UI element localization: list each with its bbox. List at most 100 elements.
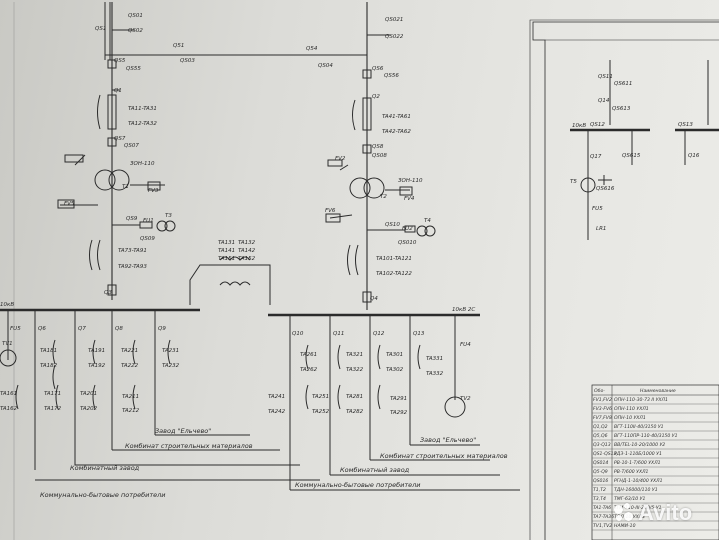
label-qs6: QS6 xyxy=(372,66,384,72)
label-q7: Q7 xyxy=(78,326,86,332)
label-fu1: FU1 xyxy=(143,218,154,224)
label-zon2: ЗОН-110 xyxy=(398,178,423,184)
table-cell-name: РВ-Т/600 УХЛ1 xyxy=(614,469,649,475)
feeder-label-1: Завод "Ельчево" xyxy=(155,427,211,435)
label-ta192: TA192 xyxy=(88,363,106,369)
label-qs616: QS616 xyxy=(596,186,615,192)
table-cell-name: РГНД-1-10/400 УХЛ1 xyxy=(614,478,663,484)
label-ta132: TA132 xyxy=(238,240,256,246)
label-ta262: TA262 xyxy=(300,367,318,373)
label-ta332: TA332 xyxy=(426,371,444,377)
feeder-label-6: Комбинат строительных материалов xyxy=(380,452,508,460)
table-cell-code: QS1-QS13 xyxy=(593,451,617,457)
label-q16: Q16 xyxy=(688,153,700,159)
table-cell-name: ОПН-110-30-73 II УХЛ1 xyxy=(614,397,668,403)
table-cell-code: TV1,TV2 xyxy=(593,523,612,529)
label-fv6: FV6 xyxy=(325,208,336,214)
label-q17: Q17 xyxy=(590,154,602,160)
label-ta232: TA232 xyxy=(162,363,180,369)
label-ta102: TA102-TA122 xyxy=(376,271,412,277)
table-header-code: Обо- xyxy=(594,388,605,394)
label-ta171: TA171 xyxy=(44,391,61,397)
label-q14: Q14 xyxy=(598,98,610,104)
table-cell-name: ВГТ-110II-40/3150 У1 xyxy=(614,424,664,430)
label-ta212: TA212 xyxy=(122,408,140,414)
label-qs611: QS611 xyxy=(614,81,632,87)
label-ta152: TA152 xyxy=(238,256,256,262)
label-q13: Q13 xyxy=(413,331,425,337)
label-qs9: QS9 xyxy=(126,216,138,222)
label-q3: Q3 xyxy=(104,290,112,296)
label-ta172: TA172 xyxy=(44,406,62,412)
feeder-label-4: Коммунально-бытовые потребители xyxy=(40,491,166,499)
table-cell-code: FV7,FV8 xyxy=(593,415,612,421)
label-t1: T1 xyxy=(122,184,129,190)
label-qs615: QS615 xyxy=(622,153,641,159)
label-fv3: FV3 xyxy=(148,188,159,194)
table-cell-name: РДЗ-1-110Б/1000 У1 xyxy=(614,451,662,457)
label-ta92: TA92-TA93 xyxy=(118,264,147,270)
label-q8: Q8 xyxy=(115,326,123,332)
label-qs13: QS13 xyxy=(678,122,693,128)
table-cell-name: ТДН-16000/110 У1 xyxy=(614,487,658,493)
label-ta221: TA221 xyxy=(121,348,138,354)
label-q10: Q10 xyxy=(292,331,304,337)
label-ta211: TA211 xyxy=(122,394,139,400)
table-cell-name: ОПН-10 УХЛ1 xyxy=(614,415,646,421)
label-qs12: QS12 xyxy=(590,122,605,128)
label-q4: Q4 xyxy=(370,296,378,302)
label-ta12: TA12-TA32 xyxy=(128,121,157,127)
label-fu5b: FU5 xyxy=(592,206,603,212)
label-qs8: QS8 xyxy=(372,144,384,150)
table-cell-code: Q1,Q2 xyxy=(593,424,608,430)
feeder-label-8: Коммунально-бытовые потребители xyxy=(295,481,421,489)
label-fu2: FU2 xyxy=(402,226,413,232)
label-bus1: 10кВ xyxy=(0,302,14,308)
table-cell-code: Q5-Q9 xyxy=(593,469,608,475)
label-qs11: QS11 xyxy=(598,74,613,80)
label-qs613: QS613 xyxy=(612,106,631,112)
label-qs09: QS09 xyxy=(140,236,155,242)
table-cell-code: Q3-Q13 xyxy=(593,442,611,448)
label-bus3: 10кВ xyxy=(572,123,586,129)
label-ta222: TA222 xyxy=(121,363,139,369)
label-ta131: TA131 xyxy=(218,240,235,246)
label-qs021: QS021 xyxy=(385,17,403,23)
table-cell-code: Q5,Q6 xyxy=(593,433,608,439)
label-ta191: TA191 xyxy=(88,348,105,354)
table-cell-name: ТГМ-110-III-200/5 У1 xyxy=(614,505,662,511)
label-ta261: TA261 xyxy=(300,352,317,358)
table-cell-name: ТМГ-63/10 У1 xyxy=(614,496,645,502)
label-qs55: QS55 xyxy=(126,66,141,72)
label-ta281: TA281 xyxy=(346,394,363,400)
label-ta282: TA282 xyxy=(346,409,364,415)
label-ta231: TA231 xyxy=(162,348,179,354)
table-cell-name: РВ-10-1-Т/600 УХЛ1 xyxy=(614,460,661,466)
table-cell-code: TA7-TA36 xyxy=(593,514,614,520)
label-ta331: TA331 xyxy=(426,356,443,362)
table-cell-code: T3,T4 xyxy=(593,496,606,502)
feeder-label-7: Комбинатный завод xyxy=(340,466,410,474)
label-qs7: QS7 xyxy=(114,136,126,142)
label-ta73: TA73-TA91 xyxy=(118,248,147,254)
label-ta141: TA141 xyxy=(218,248,235,254)
label-lr1: LR1 xyxy=(596,226,606,232)
label-qs022: QS022 xyxy=(385,34,404,40)
label-q54: Q54 xyxy=(306,46,318,52)
table-cell-code: T1,T2 xyxy=(593,487,606,493)
label-ta41: TA41-TA61 xyxy=(382,114,411,120)
label-qs10: QS10 xyxy=(385,222,400,228)
label-ta182: TA182 xyxy=(40,363,58,369)
avito-watermark: Avito xyxy=(612,500,692,526)
label-qs1: QS1 xyxy=(95,26,106,32)
label-ta292: TA292 xyxy=(390,410,408,416)
label-fv4: FV4 xyxy=(404,196,415,202)
label-fv2: FV2 xyxy=(335,156,346,162)
table-cell-code: FV1,FV2 xyxy=(593,397,612,403)
label-q51: Q51 xyxy=(173,43,184,49)
label-fu5: FU5 xyxy=(10,326,21,332)
avito-logo-icon xyxy=(612,502,634,524)
